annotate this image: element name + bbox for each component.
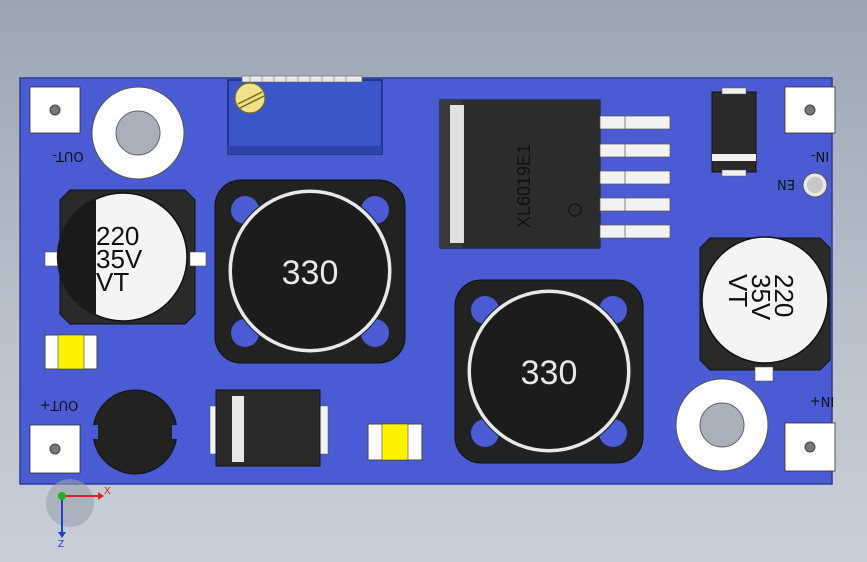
pad-out-plus [29, 424, 81, 474]
small-inductor [86, 389, 184, 475]
diode-bottom [209, 389, 329, 467]
label-in-plus: IN+ [810, 393, 834, 408]
inductor-left-value: 330 [282, 254, 339, 292]
axis-triad: X Z [46, 479, 111, 550]
pad-in-plus [784, 422, 836, 472]
cap-left-voltage: 35V [96, 244, 143, 274]
label-in-minus: IN- [811, 148, 830, 163]
diode-top [711, 87, 757, 177]
pad-out-minus [29, 86, 81, 134]
inductor-right: 330 [454, 279, 644, 464]
cap-left-value: 220 [96, 221, 139, 251]
capacitor-right: 220 35V VT [699, 236, 831, 382]
smd-led-bottom [367, 423, 423, 461]
axis-x-label: X [104, 486, 111, 497]
label-out-plus: OUT+ [40, 397, 79, 412]
smd-led-left [44, 334, 98, 370]
axis-z-label: Z [58, 539, 64, 550]
cap-right-series: VT [723, 274, 753, 307]
cap-right-value: 220 [769, 274, 799, 317]
en-test-point [802, 172, 828, 198]
mounting-hole-top-left [91, 86, 185, 180]
label-out-minus: OUT- [52, 148, 83, 163]
potentiometer [227, 75, 383, 155]
inductor-right-value: 330 [521, 354, 578, 392]
ic-regulator: XL6019E1 [439, 99, 671, 249]
label-en: EN [777, 176, 795, 191]
capacitor-left: 220 35V VT [44, 189, 207, 325]
trim-screw-icon [234, 82, 266, 114]
pad-in-minus [784, 86, 836, 134]
mounting-hole-bottom-right [675, 378, 769, 472]
inductor-left: 330 [214, 179, 406, 364]
cap-right-voltage: 35V [746, 274, 776, 321]
ic-part-number: XL6019E1 [514, 144, 534, 228]
cap-left-series: VT [96, 267, 129, 297]
